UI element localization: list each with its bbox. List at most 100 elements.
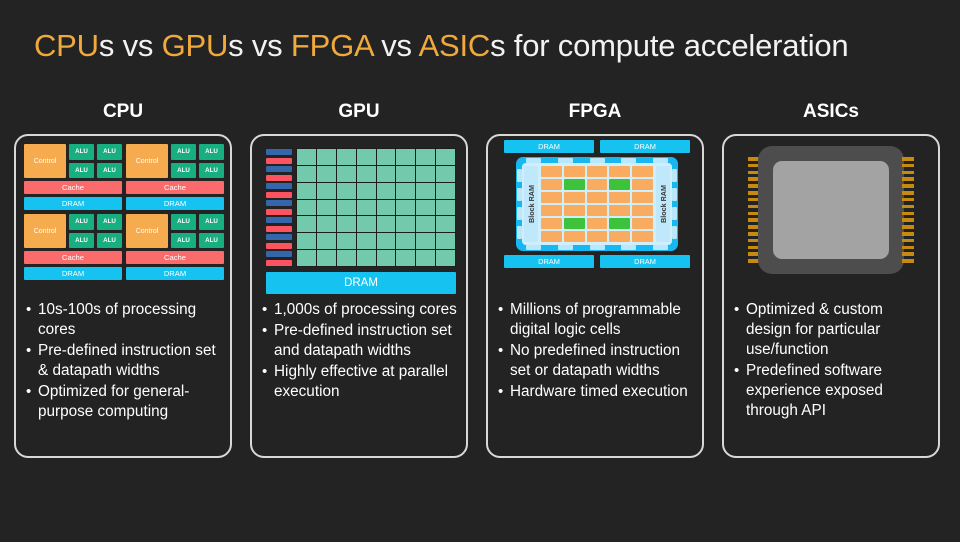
asic-pin <box>748 238 760 243</box>
gpu-core-cell <box>376 233 396 250</box>
cpu-alu-block: ALU <box>69 162 94 178</box>
fpga-io-pad <box>589 245 605 250</box>
fpga-io-pad <box>517 207 522 220</box>
list-item: • 10s-100s of processing cores <box>26 300 224 340</box>
gpu-side-bar <box>266 191 292 198</box>
bullet-text: No predefined instruction set or datapat… <box>510 342 681 379</box>
fpga-dram-block: DRAM <box>600 140 690 153</box>
gpu-core-cell <box>436 250 455 266</box>
gpu-core-cell <box>297 182 316 199</box>
cpu-alu-block: ALU <box>171 162 196 178</box>
asic-pin <box>902 170 914 175</box>
bullet-text: Pre-defined instruction set & datapath w… <box>38 342 216 379</box>
fpga-io-pads-right <box>672 169 677 239</box>
gpu-core-cell <box>356 216 376 233</box>
asic-pins-left <box>748 157 760 263</box>
column-header-asics: ASICs <box>803 101 859 122</box>
gpu-core-cell <box>336 250 356 266</box>
gpu-core-cell <box>416 165 436 182</box>
fpga-logic-cell <box>632 218 653 229</box>
fpga-logic-cell <box>541 205 562 216</box>
gpu-core-cell <box>376 149 396 165</box>
cpu-cache-block: Cache <box>24 181 122 194</box>
gpu-core-cell <box>316 250 336 266</box>
gpu-core-cell <box>436 216 455 233</box>
list-item: • Optimized for general-purpose computin… <box>26 382 224 422</box>
gpu-core-cell <box>376 216 396 233</box>
title-part-fpga: FPGA <box>290 28 373 63</box>
cpu-alu-block: ALU <box>69 214 94 230</box>
gpu-side-bar <box>266 200 292 207</box>
cpu-alu-block: ALU <box>199 232 224 248</box>
fpga-logic-cell-highlight <box>609 218 631 229</box>
gpu-core-cell <box>316 165 336 182</box>
gpu-side-bar <box>266 251 292 258</box>
fpga-block-ram-label: Block RAM <box>526 185 536 223</box>
gpu-core-cell <box>376 199 396 216</box>
cpu-dram-block: DRAM <box>126 267 224 280</box>
asic-pin <box>748 170 760 175</box>
fpga-logic-cell <box>541 231 562 242</box>
bullet-list-cpu: • 10s-100s of processing cores • Pre-def… <box>26 300 224 423</box>
gpu-core-cell <box>297 165 316 182</box>
list-item: • Optimized & custom design for particul… <box>734 300 932 360</box>
bullet-text: Optimized & custom design for particular… <box>746 301 883 358</box>
gpu-core-cell <box>396 199 416 216</box>
title-part-cpu: CPU <box>34 28 99 63</box>
fpga-chip-body: Block RAM Block RAM <box>516 157 678 251</box>
fpga-logic-cell <box>586 205 608 216</box>
bullet-text: Predefined software experience exposed t… <box>746 362 883 419</box>
fpga-io-pad <box>517 169 522 182</box>
gpu-core-cell <box>376 250 396 266</box>
gpu-side-bar <box>266 225 292 232</box>
fpga-logic-cell-highlight <box>563 179 585 190</box>
gpu-side-bar <box>266 217 292 224</box>
gpu-core-cell <box>297 250 316 266</box>
cpu-diagram: Control ALU ALU ALU ALU Cache DRAM <box>16 136 230 296</box>
asic-pins-right <box>902 157 914 263</box>
fpga-diagram: DRAM DRAM <box>488 136 702 296</box>
fpga-logic-cell <box>632 205 653 216</box>
card-gpu: DRAM • 1,000s of processing cores • Pre-… <box>250 134 468 458</box>
bullet-marker-icon: • <box>734 301 740 318</box>
column-fpga: FPGA DRAM DRAM <box>486 100 704 458</box>
list-item: • Pre-defined instruction set & datapath… <box>26 341 224 381</box>
asic-pin <box>748 231 760 236</box>
fpga-logic-cell <box>541 179 562 190</box>
fpga-io-pad <box>672 226 677 239</box>
asic-pin <box>748 245 760 250</box>
fpga-logic-cell <box>563 192 585 203</box>
bullet-marker-icon: • <box>498 301 504 318</box>
cpu-cache-block: Cache <box>126 251 224 264</box>
fpga-logic-cell <box>586 231 608 242</box>
bullet-list-fpga: • Millions of programmable digital logic… <box>498 300 696 403</box>
gpu-core-cell <box>416 199 436 216</box>
cpu-alu-block: ALU <box>171 232 196 248</box>
asic-pin <box>902 238 914 243</box>
cpu-quadrant-grid: Control ALU ALU ALU ALU Cache DRAM <box>24 144 224 280</box>
cpu-alu-block: ALU <box>199 162 224 178</box>
asic-pin <box>902 191 914 195</box>
fpga-io-pad <box>557 245 573 250</box>
cpu-dram-block: DRAM <box>24 197 122 210</box>
list-item: • Highly effective at parallel execution <box>262 362 460 402</box>
list-item: • Pre-defined instruction set and datapa… <box>262 321 460 361</box>
bullet-text: Pre-defined instruction set and datapath… <box>274 322 452 359</box>
gpu-core-cell <box>336 165 356 182</box>
gpu-core-cell <box>297 233 316 250</box>
cpu-quadrant: Control ALU ALU ALU ALU Cache DRAM <box>126 144 224 210</box>
bullet-marker-icon: • <box>498 383 504 400</box>
fpga-logic-cell <box>563 231 585 242</box>
gpu-core-cell <box>297 149 316 165</box>
cpu-control-block: Control <box>126 214 168 248</box>
gpu-core-cell <box>396 233 416 250</box>
list-item: • Millions of programmable digital logic… <box>498 300 696 340</box>
fpga-io-pads-bottom <box>526 245 668 250</box>
gpu-core-cell <box>376 182 396 199</box>
asic-pin <box>902 211 914 216</box>
bullet-marker-icon: • <box>262 301 268 318</box>
title-part-sep2: s vs <box>228 28 291 63</box>
gpu-diagram: DRAM <box>252 136 466 296</box>
gpu-core-cell <box>316 182 336 199</box>
gpu-side-bar <box>266 242 292 249</box>
